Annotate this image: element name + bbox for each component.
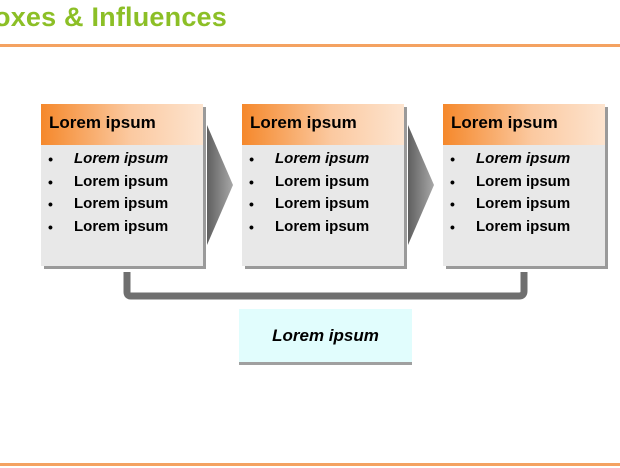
list-item: Lorem ipsum — [41, 148, 203, 171]
list-item: Lorem ipsum — [242, 148, 404, 171]
slide-title: oxes & Influences — [0, 2, 227, 32]
process-box-2-title: Lorem ipsum — [242, 104, 404, 145]
list-item: Lorem ipsum — [242, 216, 404, 239]
influence-bracket — [123, 272, 528, 300]
list-item: Lorem ipsum — [242, 193, 404, 216]
influence-result-box: Lorem ipsum — [239, 309, 412, 362]
list-item: Lorem ipsum — [443, 216, 605, 239]
list-item: Lorem ipsum — [242, 171, 404, 194]
process-box-1-title: Lorem ipsum — [41, 104, 203, 145]
flow-arrow-1-icon — [207, 125, 233, 245]
bottom-divider — [0, 463, 620, 466]
process-box-1: Lorem ipsum Lorem ipsum Lorem ipsum Lore… — [41, 104, 203, 266]
list-item: Lorem ipsum — [41, 216, 203, 239]
list-item: Lorem ipsum — [443, 171, 605, 194]
list-item: Lorem ipsum — [41, 171, 203, 194]
flow-arrow-2-icon — [408, 125, 434, 245]
process-box-3-list: Lorem ipsum Lorem ipsum Lorem ipsum Lore… — [443, 145, 605, 239]
list-item: Lorem ipsum — [443, 148, 605, 171]
top-divider — [0, 44, 620, 47]
process-box-3-title: Lorem ipsum — [443, 104, 605, 145]
list-item: Lorem ipsum — [443, 193, 605, 216]
process-box-2: Lorem ipsum Lorem ipsum Lorem ipsum Lore… — [242, 104, 404, 266]
list-item: Lorem ipsum — [41, 193, 203, 216]
process-box-1-list: Lorem ipsum Lorem ipsum Lorem ipsum Lore… — [41, 145, 203, 239]
process-box-3: Lorem ipsum Lorem ipsum Lorem ipsum Lore… — [443, 104, 605, 266]
process-box-2-list: Lorem ipsum Lorem ipsum Lorem ipsum Lore… — [242, 145, 404, 239]
